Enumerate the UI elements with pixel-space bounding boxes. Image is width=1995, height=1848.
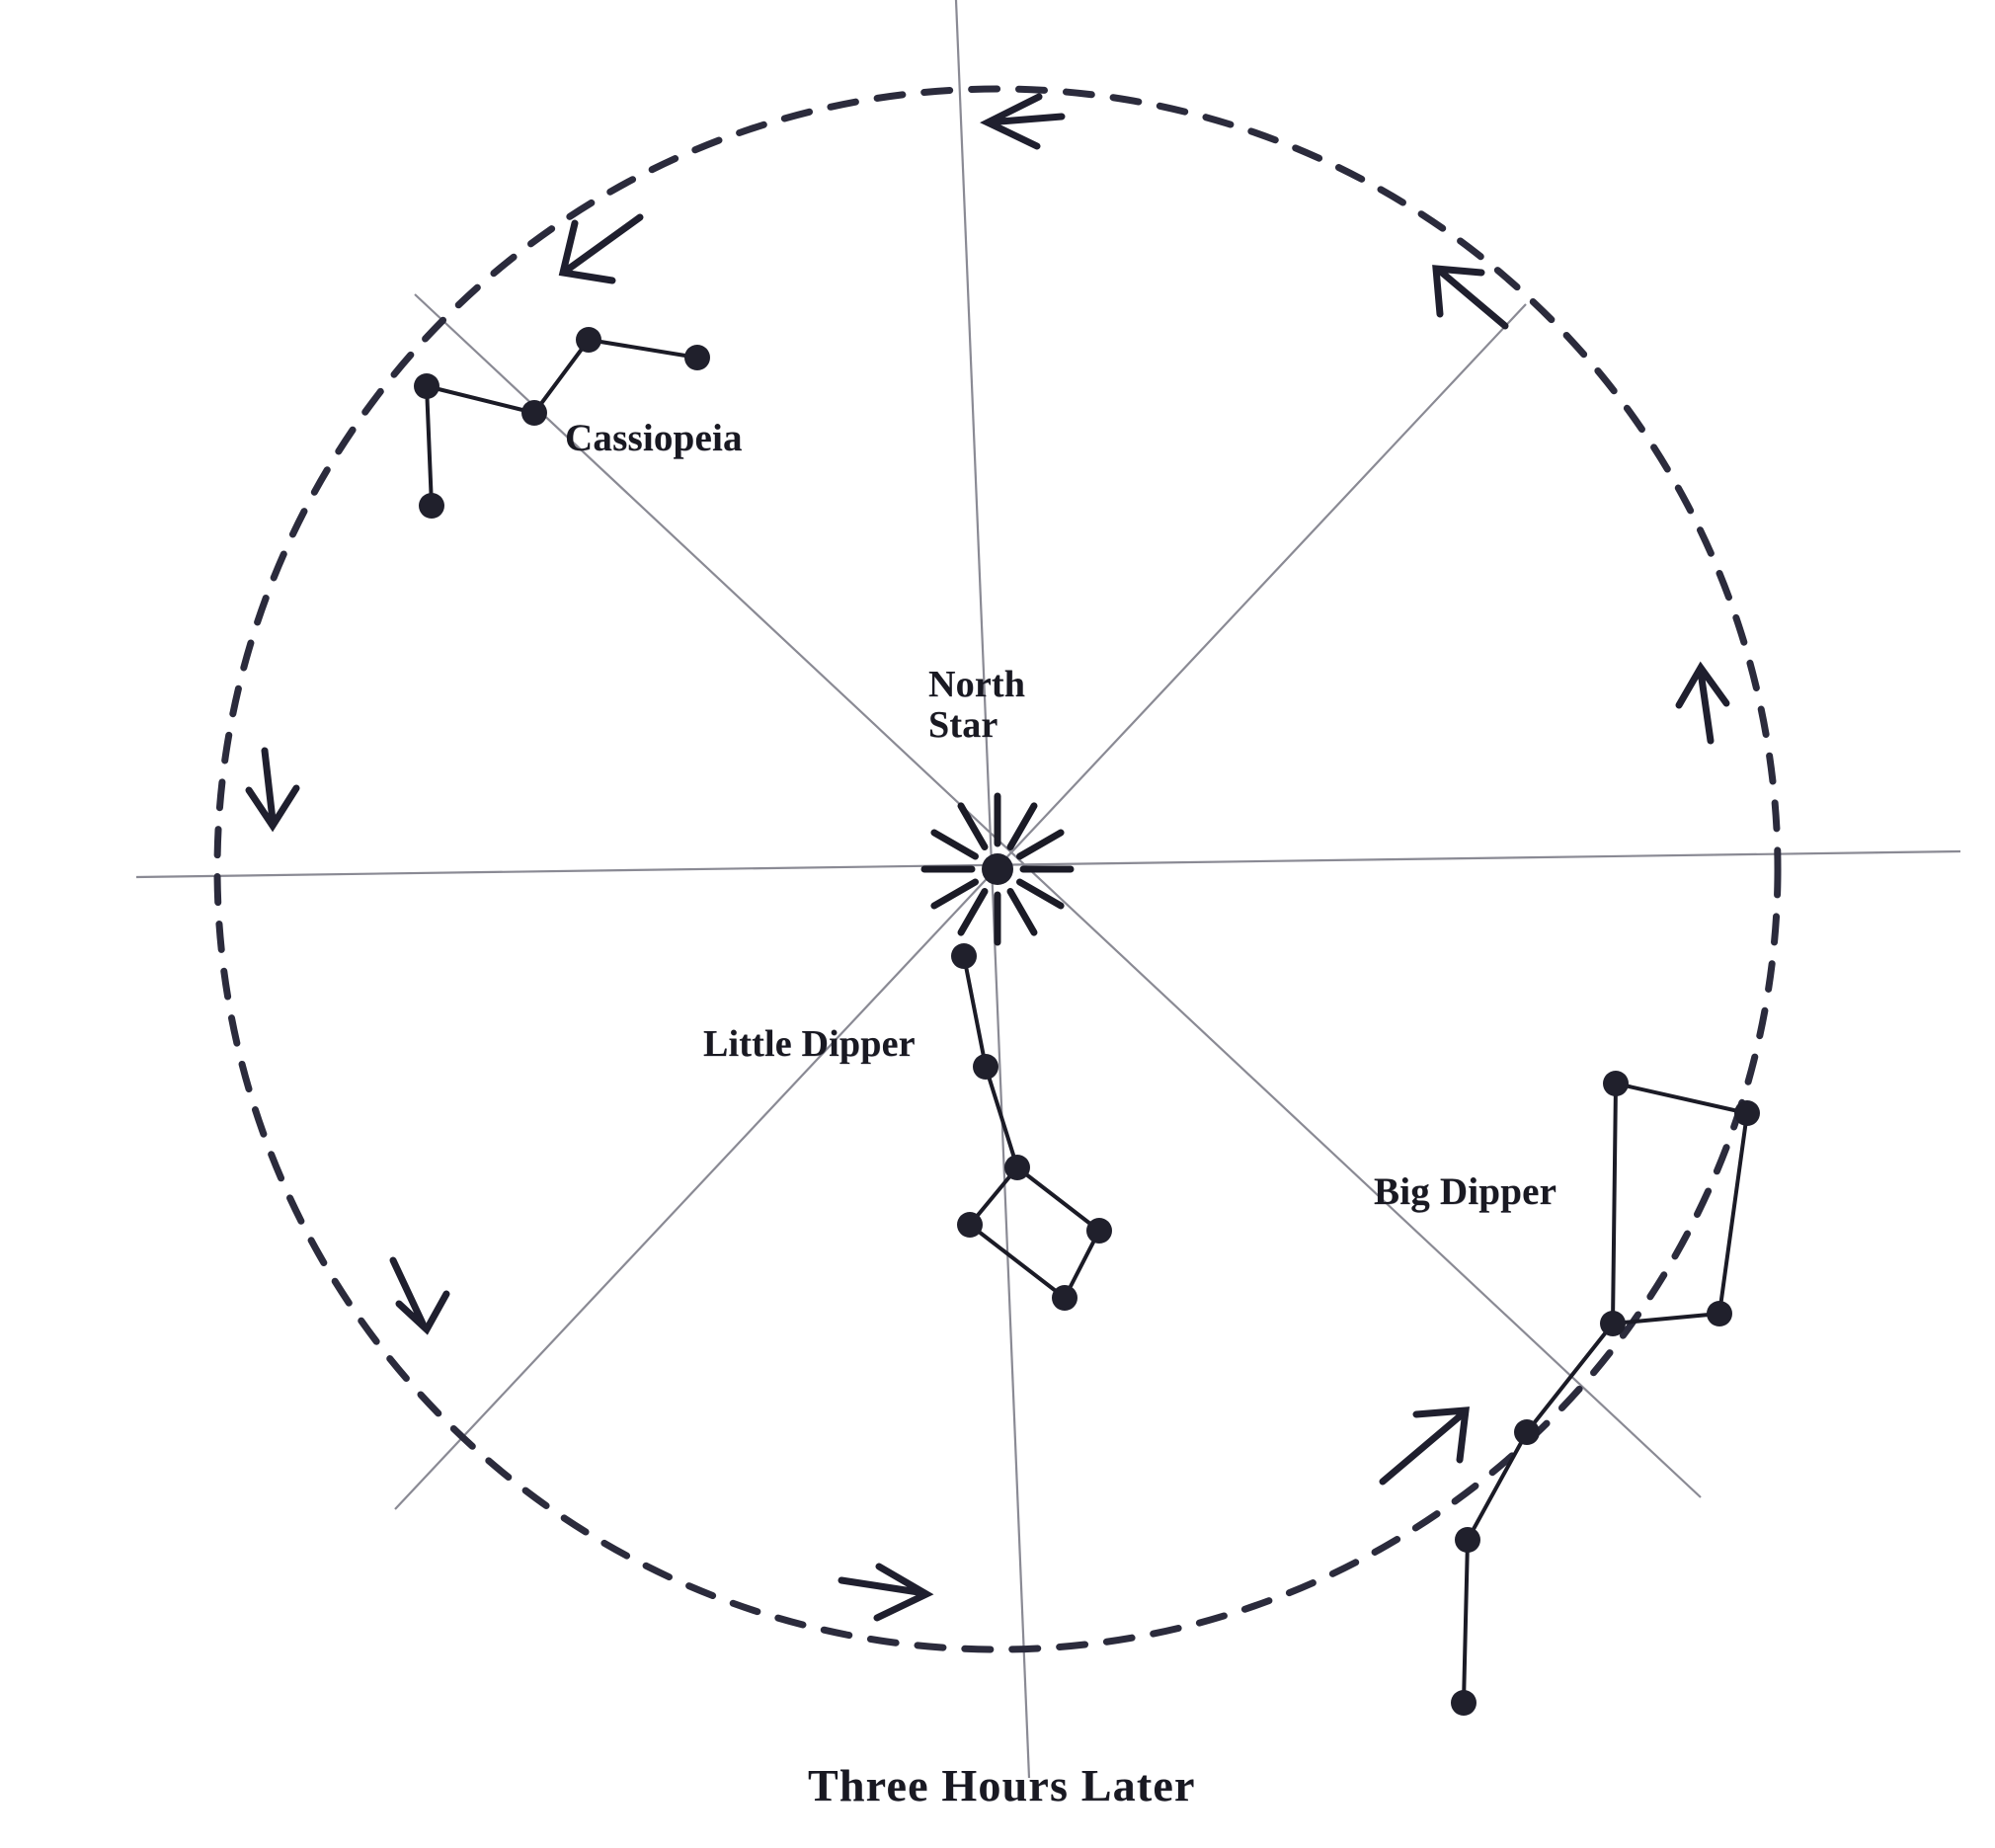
north-star-label-line1: North — [928, 664, 1026, 705]
axis-lines — [135, 0, 1961, 1779]
star-dot — [1086, 1218, 1112, 1244]
arrowhead-upper-left — [558, 213, 644, 284]
constellation-link — [1015, 1165, 1101, 1233]
constellation-link — [1611, 1082, 1618, 1326]
constellation-link — [1466, 1430, 1529, 1542]
north-star-label-line2: Star — [928, 704, 998, 747]
star-dot — [1514, 1419, 1540, 1445]
constellation-layer — [414, 327, 1760, 1716]
constellation-link — [962, 954, 988, 1069]
star-dot — [521, 400, 547, 426]
star-dot — [576, 327, 601, 353]
arrowhead-right — [1675, 661, 1730, 745]
star-dot — [1603, 1071, 1629, 1096]
arrowhead-lower-left — [389, 1256, 450, 1335]
constellation-link — [968, 1223, 1067, 1300]
constellation-label-big-dipper: Big Dipper — [1374, 1170, 1557, 1213]
constellation-link — [1717, 1111, 1749, 1316]
constellation-link — [425, 384, 434, 508]
constellation-big-dipper — [1451, 1071, 1760, 1716]
star-dot — [1004, 1155, 1030, 1180]
star-dot — [1451, 1690, 1476, 1716]
vertical-axis-line — [954, 0, 1031, 1779]
star-dot — [1600, 1311, 1626, 1336]
constellation-link — [1611, 1312, 1721, 1326]
constellation-link — [984, 1065, 1019, 1169]
star-dot — [1455, 1527, 1480, 1553]
star-dot — [973, 1054, 998, 1080]
north-star-marker — [920, 792, 1075, 946]
arrowhead-bottom — [838, 1563, 934, 1622]
arrowhead-top — [980, 93, 1066, 150]
star-dot — [1734, 1100, 1760, 1126]
constellation-cassiopeia — [414, 327, 710, 519]
north-star-ray — [1006, 802, 1038, 850]
star-dot — [1707, 1301, 1732, 1326]
north-star-dot — [982, 853, 1013, 885]
arrowhead-left — [245, 747, 300, 833]
arrowhead-lower-right — [1379, 1406, 1470, 1486]
north-star-ray — [1006, 888, 1038, 936]
constellation-label-little-dipper: Little Dipper — [703, 1023, 916, 1065]
north-star-ray — [930, 878, 979, 910]
star-dot — [951, 943, 977, 969]
north-star-ray — [957, 802, 989, 850]
star-dot — [414, 373, 439, 399]
horizontal-axis-line — [135, 849, 1961, 879]
star-dot — [684, 345, 710, 370]
rotation-circle-path — [213, 85, 1782, 1653]
diagonal-axis-ne-sw — [394, 303, 1527, 1510]
north-star-ray — [957, 888, 989, 936]
north-star-ray — [1016, 878, 1065, 910]
diagonal-axis-nw-se — [414, 293, 1702, 1498]
constellation-label-cassiopeia: Cassiopeia — [565, 417, 743, 459]
star-dot — [419, 493, 444, 519]
star-dot — [1052, 1285, 1077, 1311]
constellation-link — [1614, 1082, 1749, 1115]
constellation-link — [587, 338, 699, 360]
constellation-link — [425, 384, 536, 415]
figure-caption: Three Hours Later — [808, 1760, 1196, 1810]
constellation-link — [532, 338, 591, 415]
constellation-little-dipper — [951, 943, 1112, 1311]
constellation-link — [1462, 1538, 1470, 1705]
rotation-circle — [213, 85, 1782, 1653]
rotation-arrowheads — [245, 93, 1730, 1622]
arrowhead-upper-right — [1432, 265, 1509, 330]
north-star-ray — [930, 829, 979, 860]
north-star-ray — [1016, 829, 1065, 860]
constellation-link — [1525, 1322, 1615, 1434]
star-dot — [957, 1212, 983, 1238]
